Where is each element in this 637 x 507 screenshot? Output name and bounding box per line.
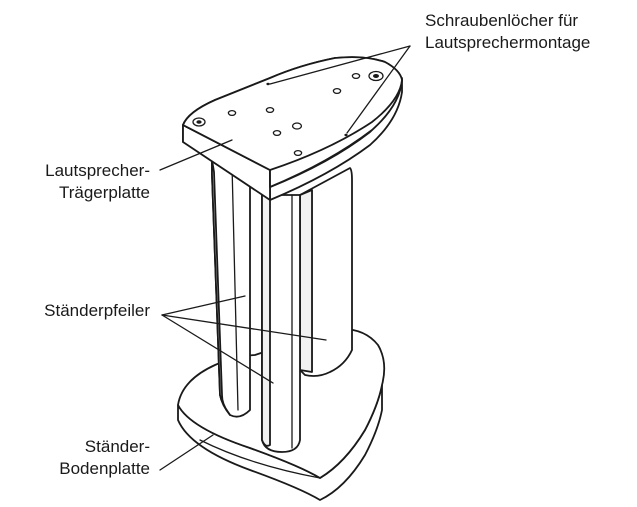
carrier-plate [182, 56, 403, 201]
screw-holes-label-line2: Lautsprechermontage [425, 33, 591, 52]
base-plate-label: Ständer- Bodenplatte [59, 436, 150, 480]
mounting-holes [192, 70, 384, 157]
carrier-plate-label: Lautsprecher- Trägerplatte [45, 160, 150, 204]
pillar-front [261, 194, 301, 453]
base-plate-label-line2: Bodenplatte [59, 459, 150, 478]
pillar-left [211, 159, 251, 418]
leader-lines [159, 45, 411, 471]
pillar-right [299, 167, 353, 377]
base-plate-label-line1: Ständer- [84, 437, 150, 456]
pillar-label: Ständerpfeiler [44, 300, 150, 322]
screw-holes-label-line1: Schraubenlöcher für [425, 11, 579, 30]
carrier-plate-label-line2: Trägerplatte [58, 183, 150, 202]
pillar-label-line1: Ständerpfeiler [44, 301, 150, 320]
carrier-plate-label-line1: Lautsprecher- [45, 161, 150, 180]
screw-holes-label: Schraubenlöcher für Lautsprechermontage [425, 10, 590, 54]
